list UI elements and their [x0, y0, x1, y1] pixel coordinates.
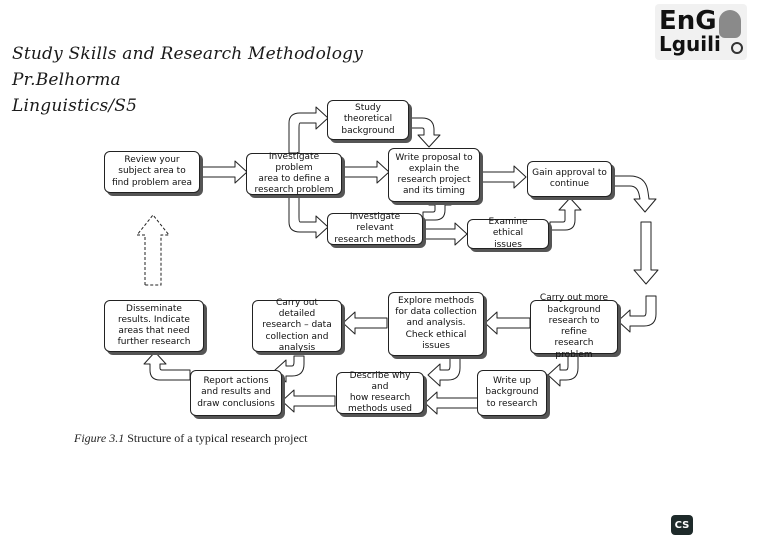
arrow-branch-down-methods	[288, 192, 329, 239]
arrow-carrymore-to-writeup	[547, 355, 579, 387]
logo-line-1: EnG	[659, 6, 717, 36]
arrow-writeup-to-describe	[424, 391, 479, 415]
box-investigate-problem: Investigate problem area to define a res…	[246, 152, 342, 195]
arrow-feedback-dashed	[135, 214, 171, 286]
box-write-proposal: Write proposal to explain the research p…	[388, 148, 480, 202]
figure-label: Figure 3.1	[74, 431, 125, 445]
arrow-methods-to-ethical	[422, 222, 468, 246]
arrow-ethical-to-approval	[549, 197, 582, 231]
arrow-branch-up-study	[288, 106, 329, 154]
box-report-actions: Report actions and results and draw conc…	[190, 370, 282, 416]
box-examine-ethical: Examine ethical issues	[467, 217, 549, 250]
box-describe-why: Describe why and how research methods us…	[336, 371, 424, 414]
avatar-icon	[719, 10, 741, 38]
course: Linguistics/S5	[12, 96, 138, 116]
box-disseminate: Disseminate results. Indicate areas that…	[104, 300, 204, 352]
figure-text: Structure of a typical research project	[127, 431, 308, 445]
box-gain-approval: Gain approval to continue	[527, 161, 612, 197]
arrow-carrymore-to-explore	[484, 311, 531, 335]
box-explore-methods: Explore methods for data collection and …	[388, 292, 484, 356]
arrow-proposal-to-approval	[480, 165, 527, 189]
arrow-into-carry-more	[617, 295, 657, 333]
arrow-describe-to-report	[281, 389, 336, 413]
logo-line-2: Lguili	[659, 32, 721, 56]
box-review: Review your subject area to find problem…	[104, 151, 200, 193]
arrow-explore-to-describe	[427, 355, 461, 387]
arrow-review-to-investigate	[199, 160, 248, 184]
box-carry-out-more: Carry out more background research to re…	[530, 293, 618, 360]
title: Study Skills and Research Methodology	[12, 44, 364, 64]
arrow-report-to-disseminate	[143, 351, 191, 381]
channel-logo: EnG Lguili	[655, 4, 747, 60]
arrow-study-to-proposal	[408, 117, 441, 148]
arrow-investigate-to-proposal	[342, 160, 390, 184]
box-write-up: Write up background to research	[477, 370, 547, 416]
figure-caption: Figure 3.1 Structure of a typical resear…	[74, 431, 307, 446]
camscanner-badge: CS	[671, 515, 693, 535]
arrow-right-down	[633, 221, 659, 285]
box-investigate-methods: Investigate relevant research methods	[327, 212, 423, 245]
arrow-explore-to-detailed	[342, 311, 388, 335]
box-carry-out-detailed: Carry out detailed research – data colle…	[252, 298, 342, 353]
arrow-approval-curve	[611, 175, 657, 213]
author: Pr.Belhorma	[12, 70, 121, 90]
box-study-background: Study theoretical background	[327, 100, 409, 140]
whatsapp-icon	[731, 42, 743, 54]
